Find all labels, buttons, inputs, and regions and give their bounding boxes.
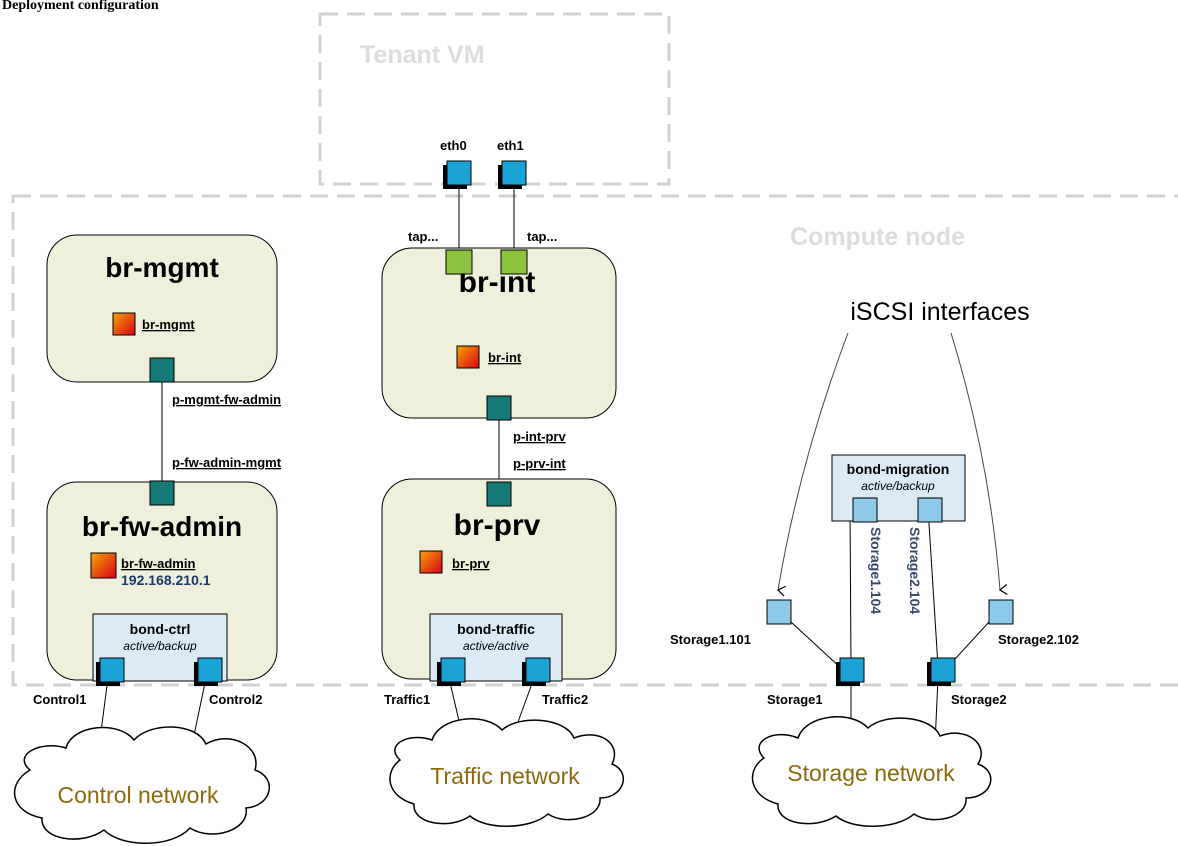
network-label: Traffic network	[430, 763, 580, 789]
nic-icon	[498, 160, 527, 189]
internal-port-icon	[419, 550, 443, 574]
network-label: Storage network	[787, 760, 955, 786]
bond-name: bond-traffic	[457, 621, 535, 637]
interface-label: tap...	[408, 229, 438, 244]
vlan-port-icon	[766, 599, 792, 625]
interface-label: Traffic2	[542, 692, 588, 707]
nic-ports	[96, 160, 956, 686]
page-title: Deployment configuration	[2, 0, 159, 13]
nic-icon	[194, 657, 223, 686]
patch-port-icon	[149, 357, 175, 383]
tenant-vm-container: Tenant VM	[318, 12, 671, 186]
labels: eth0 eth1 tap... tap... p-mgmt-fw-admin …	[33, 138, 1079, 707]
cloud-control-network: Control network	[13, 726, 271, 844]
patch-ports	[149, 357, 512, 507]
bridge-br-mgmt: br-mgmt br-mgmt	[46, 234, 278, 383]
bond-mode: active/active	[463, 639, 529, 653]
bridge-br-int: br-int br-int	[381, 247, 617, 419]
tap-ports	[445, 249, 528, 275]
patch-label: p-mgmt-fw-admin	[172, 392, 281, 407]
patch-port-icon	[149, 480, 175, 506]
interface-label: Storage2.104	[907, 527, 923, 614]
nic-icon	[96, 657, 125, 686]
patch-label: p-prv-int	[513, 456, 566, 471]
tap-port-icon	[445, 249, 473, 275]
bond-migration: bond-migration active/backup	[831, 454, 966, 522]
nic-icon	[927, 657, 956, 686]
internal-port-icon	[112, 312, 136, 336]
bridge-title: br-fw-admin	[82, 511, 242, 542]
interface-label: tap...	[527, 229, 557, 244]
ip-address: 192.168.210.1	[121, 572, 211, 588]
vlan-ports	[766, 497, 1014, 625]
nic-icon	[437, 657, 466, 686]
internal-port-icon	[456, 345, 480, 369]
cloud-traffic-network: Traffic network	[389, 718, 624, 827]
internal-port-label: br-mgmt	[142, 317, 195, 332]
nic-icon	[443, 160, 472, 189]
internal-port-label: br-int	[488, 350, 522, 365]
interface-label: Control2	[209, 692, 262, 707]
bridge-title: br-prv	[454, 509, 541, 542]
bond-mode: active/backup	[861, 479, 935, 493]
patch-port-icon	[486, 395, 512, 421]
interface-label: Storage1.104	[868, 527, 884, 614]
tenant-vm-label: Tenant VM	[360, 41, 485, 69]
patch-port-icon	[486, 481, 512, 507]
interface-label: Storage2.102	[998, 632, 1079, 647]
patch-label: p-int-prv	[513, 429, 566, 444]
vlan-port-icon	[852, 497, 878, 523]
bond-name: bond-migration	[847, 461, 950, 477]
nic-icon	[522, 657, 551, 686]
vlan-port-icon	[988, 599, 1014, 625]
tap-port-icon	[500, 249, 528, 275]
interface-label: Traffic1	[384, 692, 430, 707]
cloud-storage-network: Storage network	[751, 716, 992, 827]
interface-label: eth1	[497, 138, 524, 153]
internal-port-label: br-prv	[452, 556, 490, 571]
interface-label: Storage1	[767, 692, 823, 707]
interface-label: Storage2	[951, 692, 1007, 707]
interface-label: eth0	[440, 138, 467, 153]
vlan-port-icon	[917, 497, 943, 523]
bond-name: bond-ctrl	[130, 621, 191, 637]
bridge-title: br-mgmt	[105, 252, 219, 283]
interface-label: Control1	[33, 692, 86, 707]
nic-icon	[836, 657, 865, 686]
patch-label: p-fw-admin-mgmt	[172, 455, 282, 470]
interface-label: Storage1.101	[670, 632, 751, 647]
internal-port-icon	[90, 552, 117, 579]
bond-mode: active/backup	[123, 639, 197, 653]
iscsi-label: iSCSI interfaces	[850, 298, 1029, 326]
compute-node-label: Compute node	[790, 223, 965, 251]
internal-port-label: br-fw-admin	[121, 556, 195, 571]
compute-node-container: Compute node	[11, 194, 1178, 687]
network-label: Control network	[57, 782, 219, 808]
iscsi-arrows	[776, 332, 1008, 597]
